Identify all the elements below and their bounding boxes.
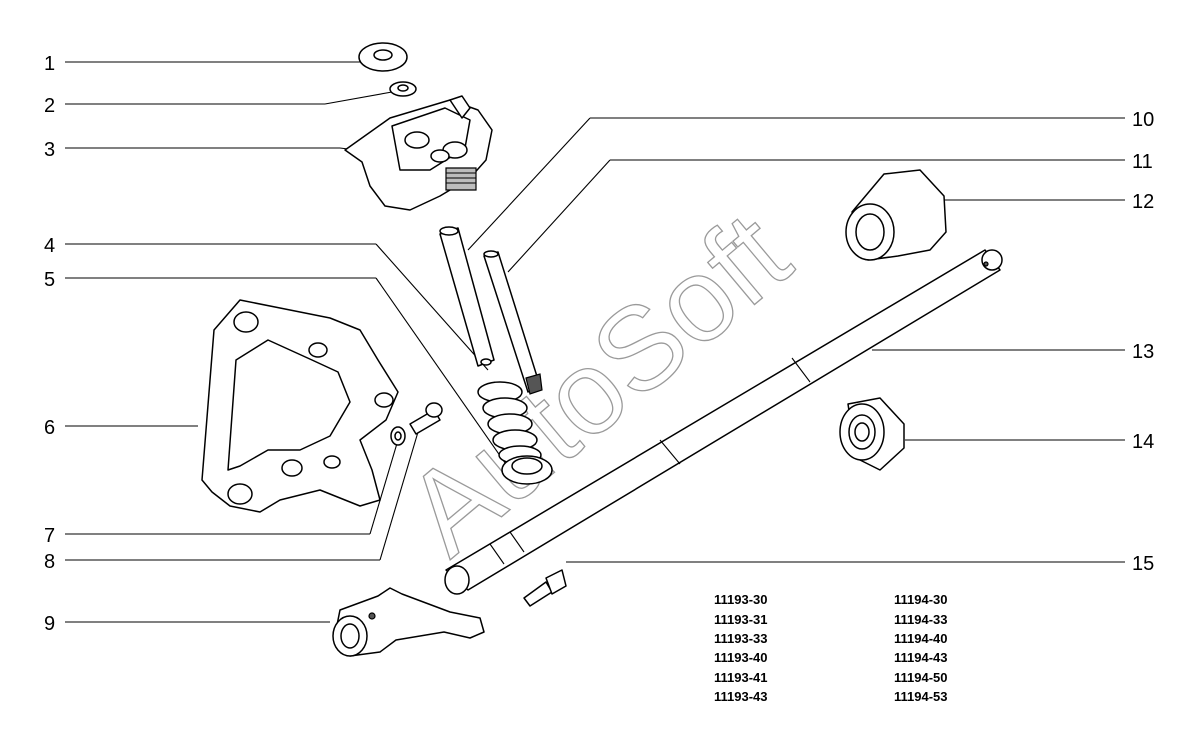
selector-bracket [344, 95, 493, 211]
washer-small [389, 81, 417, 97]
bolt [409, 402, 443, 435]
callout-6: 6 [44, 417, 55, 439]
callout-10: 10 [1132, 109, 1154, 131]
model-code: 11194-40 [894, 631, 948, 646]
shift-rod [444, 249, 1003, 595]
callout-11: 11 [1132, 151, 1153, 173]
callout-1: 1 [44, 53, 55, 75]
washer-large [358, 42, 408, 72]
model-codes-right: 11194-30 11194-33 11194-40 11194-43 1119… [894, 592, 948, 704]
callout-14: 14 [1132, 431, 1154, 453]
shift-lever [332, 587, 485, 657]
spring [477, 381, 542, 465]
model-code: 11194-53 [894, 689, 948, 704]
callout-15: 15 [1132, 553, 1154, 575]
model-code: 11193-30 [714, 592, 768, 607]
model-code: 11194-30 [894, 592, 948, 607]
callout-3: 3 [44, 139, 55, 161]
model-code: 11194-50 [894, 670, 948, 685]
model-code: 11193-33 [714, 631, 768, 646]
callout-7: 7 [44, 525, 55, 547]
shift-pin-long [439, 226, 495, 367]
model-code: 11194-43 [894, 650, 948, 665]
bushing [845, 169, 947, 261]
model-codes-left: 11193-30 11193-31 11193-33 11193-40 1119… [714, 592, 768, 704]
leader-lines [65, 61, 1125, 623]
model-code: 11193-40 [714, 650, 768, 665]
callout-4: 4 [44, 235, 55, 257]
model-code: 11193-43 [714, 689, 768, 704]
callout-13: 13 [1132, 341, 1154, 363]
model-code: 11194-33 [894, 612, 948, 627]
shift-frame [201, 299, 399, 513]
shift-pin-short [483, 250, 543, 395]
spring-seat [501, 455, 553, 485]
callout-5: 5 [44, 269, 55, 291]
callout-2: 2 [44, 95, 55, 117]
callout-9: 9 [44, 613, 55, 635]
screw [523, 569, 567, 607]
callout-8: 8 [44, 551, 55, 573]
callout-labels: 1 2 3 4 5 6 7 8 9 10 11 12 13 14 15 [44, 53, 1154, 635]
bearing [839, 397, 905, 471]
model-code: 11193-41 [714, 670, 768, 685]
model-code: 11193-31 [714, 612, 768, 627]
bolt-washer [390, 426, 406, 446]
callout-12: 12 [1132, 191, 1154, 213]
